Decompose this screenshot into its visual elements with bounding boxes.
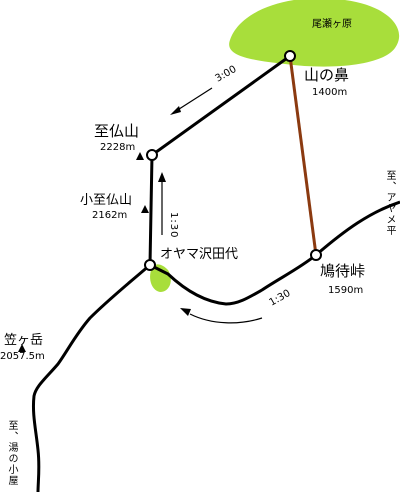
waypoint-circle-icon xyxy=(146,149,158,161)
waypoint-circle-icon xyxy=(144,259,156,271)
direction-ayamedaira: 至、アヤメ平 xyxy=(384,170,395,236)
time-oyama-shibutsu: 1:30 xyxy=(168,212,179,239)
ozegahara-area xyxy=(229,0,400,67)
route-yamanohana-hatomachi xyxy=(288,55,318,256)
shibutsusan-label: 至仏山 xyxy=(94,122,140,140)
hatomachi-elevation: 1590m xyxy=(328,285,364,296)
direction-arrow-icon xyxy=(180,308,191,316)
yamanohana-elevation: 1400m xyxy=(312,87,348,98)
peak-triangle-icon xyxy=(141,205,149,213)
yamanohana-label: 山の鼻 xyxy=(304,66,350,84)
kasagatake-label: 笠ヶ岳 xyxy=(4,333,44,348)
direction-arrow-icon xyxy=(158,172,166,182)
direction-yunokoya: 至、湯の小屋 xyxy=(6,420,17,486)
koshibutsusan-label: 小至仏山 xyxy=(80,193,133,208)
main-trail xyxy=(32,200,400,492)
ozegahara-label: 尾瀬ヶ原 xyxy=(312,19,352,30)
direction-arrow-icon xyxy=(175,87,213,112)
hatomachi-label: 鳩待峠 xyxy=(320,262,366,280)
peak-triangle-icon xyxy=(136,152,144,160)
koshibutsusan-elevation: 2162m xyxy=(92,210,128,221)
oyama-sawada-label: オヤマ沢田代 xyxy=(160,247,239,262)
peak-triangle-icon xyxy=(18,344,26,352)
kasagatake-elevation: 2057.5m xyxy=(0,351,45,362)
direction-arrow-icon xyxy=(189,313,263,324)
waypoint-circle-icon xyxy=(310,249,322,261)
shibutsusan-elevation: 2228m xyxy=(100,142,136,153)
waypoint-circle-icon xyxy=(284,50,296,62)
direction-arrow-icon xyxy=(170,106,181,115)
